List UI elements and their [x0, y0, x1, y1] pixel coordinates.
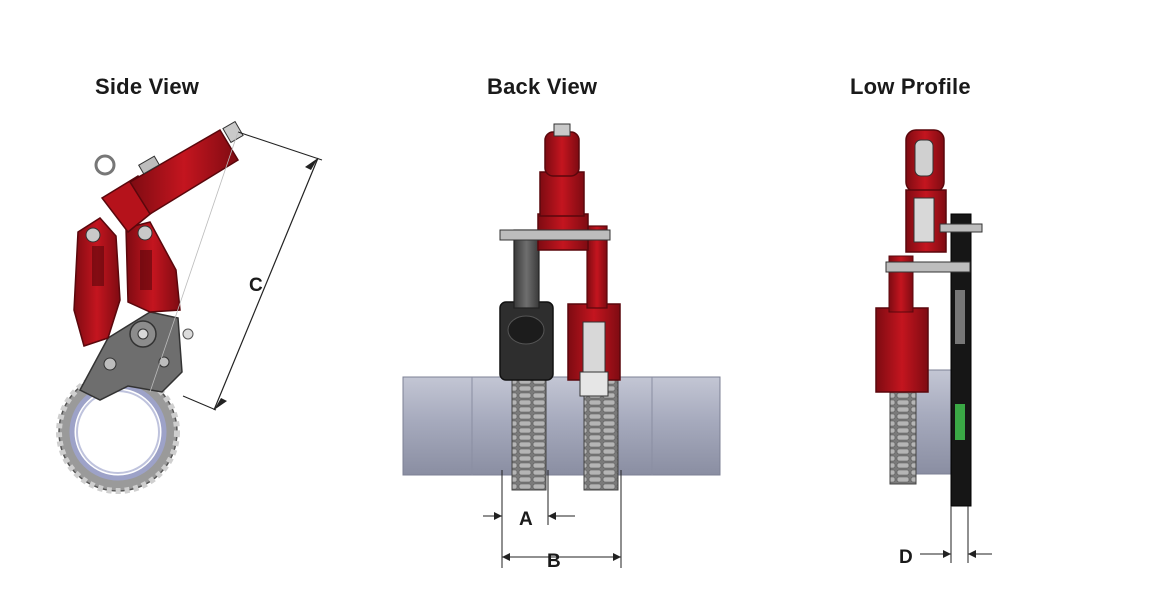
- low-profile-pin: [885, 261, 971, 273]
- side-hydraulic-cylinder: [128, 128, 240, 216]
- back-view-machine: A B: [402, 123, 721, 572]
- back-pipe: [402, 376, 721, 476]
- back-view-title: Back View: [487, 74, 598, 99]
- lifting-eye: [94, 154, 116, 176]
- red-arm: [586, 225, 608, 309]
- black-mounting-plate: [950, 213, 972, 507]
- low-profile-red-housing: [875, 307, 929, 393]
- dimension-d-label: D: [899, 547, 913, 568]
- dimension-a-label: A: [519, 509, 533, 530]
- side-view-title: Side View: [95, 74, 200, 99]
- gray-arm: [513, 229, 540, 309]
- cross-pin: [499, 229, 611, 241]
- chain-left: [511, 371, 547, 491]
- low-profile-machine: D: [875, 129, 992, 568]
- dimension-b-label: B: [547, 551, 561, 572]
- low-profile-chain: [889, 379, 917, 485]
- back-hydraulic-cylinder: [544, 131, 580, 177]
- dimension-c-label: C: [249, 275, 263, 296]
- right-red-arm: [125, 221, 181, 313]
- side-view-machine: C: [56, 120, 323, 494]
- low-profile-title: Low Profile: [850, 74, 971, 99]
